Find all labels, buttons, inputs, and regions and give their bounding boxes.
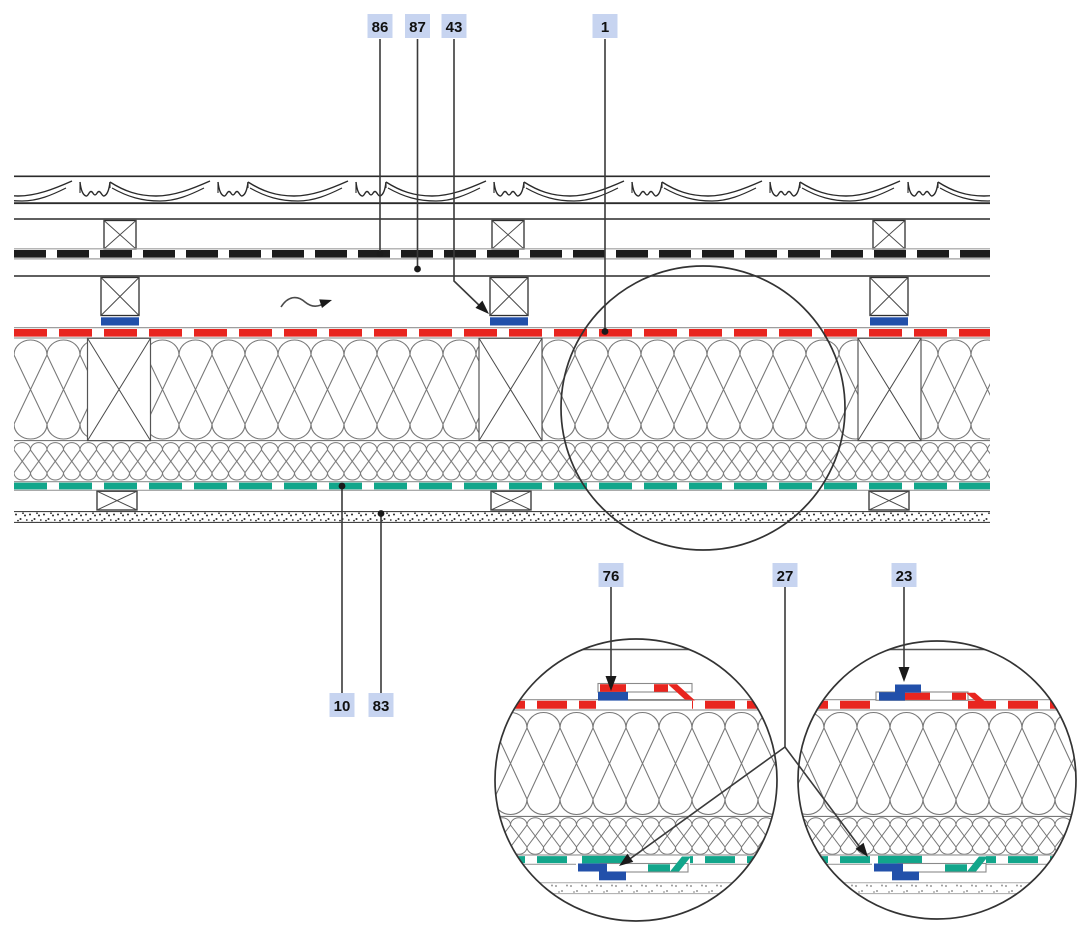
callout-10-label: 10 bbox=[334, 698, 351, 715]
callout-83: 83 bbox=[368, 510, 394, 717]
callout-23: 23 bbox=[891, 563, 917, 682]
callout-43-label: 43 bbox=[446, 19, 463, 36]
rafter bbox=[857, 337, 922, 442]
sarking-membrane-black-dashed bbox=[14, 248, 990, 260]
detail-region-circle bbox=[560, 265, 846, 551]
callout-1-label: 1 bbox=[601, 19, 609, 36]
under-rafter-insulation-layer bbox=[14, 442, 990, 481]
callout-27-label: 27 bbox=[777, 568, 794, 585]
vapour-barrier-teal-dashed bbox=[14, 481, 990, 491]
callout-86: 86 bbox=[367, 14, 393, 258]
callout-86-box bbox=[367, 14, 393, 38]
callout-10: 10 bbox=[329, 482, 355, 717]
callout-76-label: 76 bbox=[603, 568, 620, 585]
membrane-overlap-joint-bottom-left bbox=[576, 854, 691, 881]
callout-1: 1 bbox=[592, 14, 618, 335]
callout-87: 87 bbox=[405, 14, 430, 273]
tile-batten-row bbox=[103, 219, 906, 250]
callout-86-label: 86 bbox=[372, 19, 389, 36]
membrane-overlap-joint-top-left bbox=[596, 682, 695, 711]
membrane-overlap-joint-bottom-right bbox=[872, 854, 988, 881]
roof-tiles-layer bbox=[14, 175, 990, 205]
callout-43-box bbox=[441, 14, 467, 38]
membrane-overlap-joint-top-right bbox=[875, 684, 989, 711]
callout-83-label: 83 bbox=[373, 698, 390, 715]
callout-76: 76 bbox=[598, 563, 624, 691]
nail-sealing-tape-row bbox=[101, 317, 908, 326]
counter-batten-row bbox=[100, 276, 909, 317]
callout-87-box bbox=[405, 14, 430, 38]
detail-circle-right bbox=[797, 640, 1077, 920]
callout-76-box bbox=[598, 563, 624, 587]
callout-23-label: 23 bbox=[896, 568, 913, 585]
callout-83-box bbox=[368, 693, 394, 717]
airflow-squiggle-arrow bbox=[280, 296, 332, 308]
underlay-membrane-red-dashed bbox=[14, 327, 990, 339]
callout-27: 27 bbox=[619, 563, 868, 866]
callout-23-box bbox=[891, 563, 917, 587]
callout-27-box bbox=[772, 563, 798, 587]
callout-1-box bbox=[592, 14, 618, 38]
callout-87-label: 87 bbox=[409, 19, 426, 36]
rafter bbox=[86, 337, 152, 442]
callout-43: 43 bbox=[441, 14, 489, 314]
rafter bbox=[478, 337, 543, 442]
detail-circle-left bbox=[494, 638, 778, 922]
service-batten-row bbox=[96, 490, 910, 511]
board-stipple-layer bbox=[14, 511, 990, 523]
callout-10-box bbox=[329, 693, 355, 717]
rafter-insulation-layer bbox=[14, 337, 990, 442]
